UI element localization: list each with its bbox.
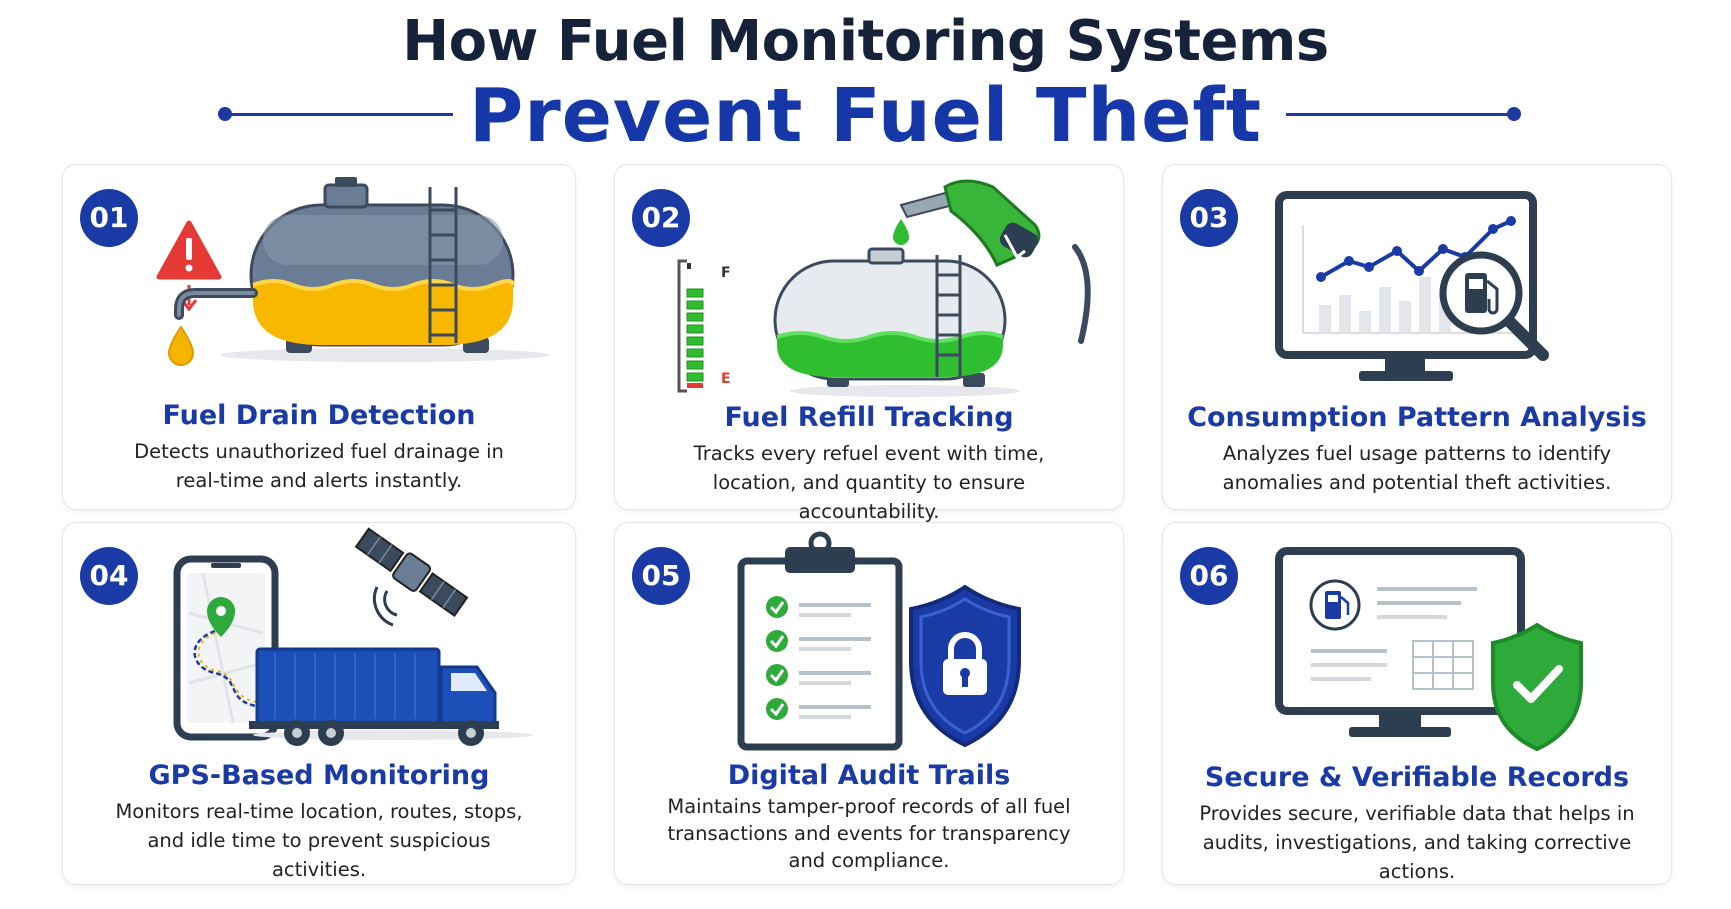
step-badge: 02 <box>632 189 690 247</box>
rule-right-dot <box>1507 107 1521 121</box>
card-consumption-pattern-analysis: 03 <box>1162 164 1672 510</box>
card-fuel-refill-tracking: 02 <box>614 164 1124 523</box>
step-badge: 06 <box>1180 547 1238 605</box>
card-description: Detects unauthorized fuel drainage in re… <box>134 440 504 492</box>
page-title-line1: How Fuel Monitoring Systems <box>402 9 1329 74</box>
card-digital-audit-trails: 05 <box>614 522 1124 885</box>
step-badge: 04 <box>80 547 138 605</box>
step-badge: 03 <box>1180 189 1238 247</box>
clipboard-checklist-icon <box>737 531 903 751</box>
card-description: Provides secure, verifiable data that he… <box>1199 802 1635 883</box>
magnifier-fuel-icon <box>1439 251 1549 361</box>
truck-icon <box>249 647 533 746</box>
card-title: Consumption Pattern Analysis <box>1187 402 1647 433</box>
header: How Fuel Monitoring Systems Prevent Fuel… <box>0 0 1731 160</box>
secure-records-illustration <box>1275 547 1583 752</box>
consumption-analysis-illustration <box>1275 191 1549 381</box>
card-description: Maintains tamper-proof records of all fu… <box>667 795 1071 872</box>
page-title-line2: Prevent Fuel Theft <box>469 73 1262 159</box>
shield-lock-icon <box>909 584 1021 748</box>
gauge-empty-label: E <box>721 371 731 387</box>
gps-monitoring-illustration <box>173 527 533 746</box>
fuel-tank-icon <box>174 177 550 362</box>
fuel-tank-icon <box>773 247 1020 397</box>
card-title: Fuel Refill Tracking <box>724 402 1014 433</box>
card-title: Fuel Drain Detection <box>162 400 476 431</box>
card-secure-verifiable-records: 06 Secure & Verifia <box>1162 522 1672 885</box>
audit-trails-illustration <box>737 531 1021 751</box>
card-gps-based-monitoring: 04 <box>62 522 576 885</box>
check-item <box>766 596 871 618</box>
step-badge: 01 <box>80 189 138 247</box>
card-title: Secure & Verifiable Records <box>1204 762 1630 793</box>
rule-left <box>225 113 453 116</box>
shield-check-icon <box>1491 622 1583 752</box>
gauge-full-label: F <box>721 265 731 281</box>
step-badge: 05 <box>632 547 690 605</box>
fuel-refill-illustration <box>677 179 1091 397</box>
card-fuel-drain-detection: 01 <box>62 164 576 510</box>
rule-right <box>1286 113 1514 116</box>
card-title: GPS-Based Monitoring <box>148 760 490 791</box>
fuel-drain-illustration <box>156 177 550 366</box>
satellite-icon <box>354 527 469 627</box>
card-title: Digital Audit Trails <box>727 760 1011 791</box>
monitor-records-icon <box>1275 547 1525 737</box>
card-description: Analyzes fuel usage patterns to identify… <box>1222 442 1612 494</box>
fuel-nozzle-icon <box>893 179 1091 344</box>
card-description: Tracks every refuel event with time, loc… <box>693 442 1045 523</box>
fuel-drop-icon <box>167 325 195 366</box>
fuel-gauge-icon <box>677 259 704 393</box>
card-description: Monitors real-time location, routes, sto… <box>115 800 523 881</box>
warning-icon <box>156 220 222 280</box>
